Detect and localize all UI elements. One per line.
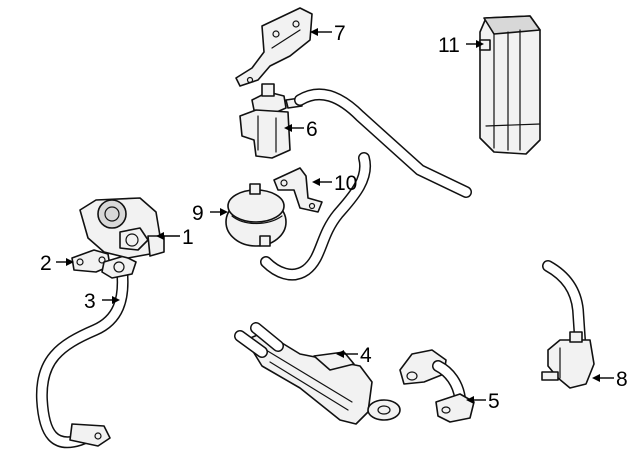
part-9-vacuum-reservoir [225,183,287,247]
callout-9: 9 [192,202,204,225]
part-6-solenoid-valve [239,83,303,159]
part-11-canister [479,15,541,155]
part-10-bracket [273,167,323,213]
callout-5: 5 [488,390,500,413]
part-8-control-valve [541,260,595,389]
callout-1: 1 [182,226,194,249]
callout-7: 7 [334,22,346,45]
callout-11: 11 [438,34,460,57]
callout-2: 2 [40,252,52,275]
part-5-connector-pipe [399,349,475,423]
part-1-egr-valve [79,197,165,259]
vacuum-hose-loop [260,152,372,281]
callout-labels: 1 2 3 4 5 6 7 8 9 10 11 [40,22,628,413]
part-4-egr-cooler [234,322,401,425]
callout-4: 4 [360,344,372,367]
callout-6: 6 [306,118,318,141]
leader-lines [56,28,614,404]
part-3-egr-pipe [35,264,129,449]
callout-3: 3 [84,290,96,313]
vacuum-hose-upper [294,88,472,198]
part-7-bracket [235,7,313,87]
callout-10: 10 [334,172,357,195]
callout-8: 8 [616,368,628,391]
